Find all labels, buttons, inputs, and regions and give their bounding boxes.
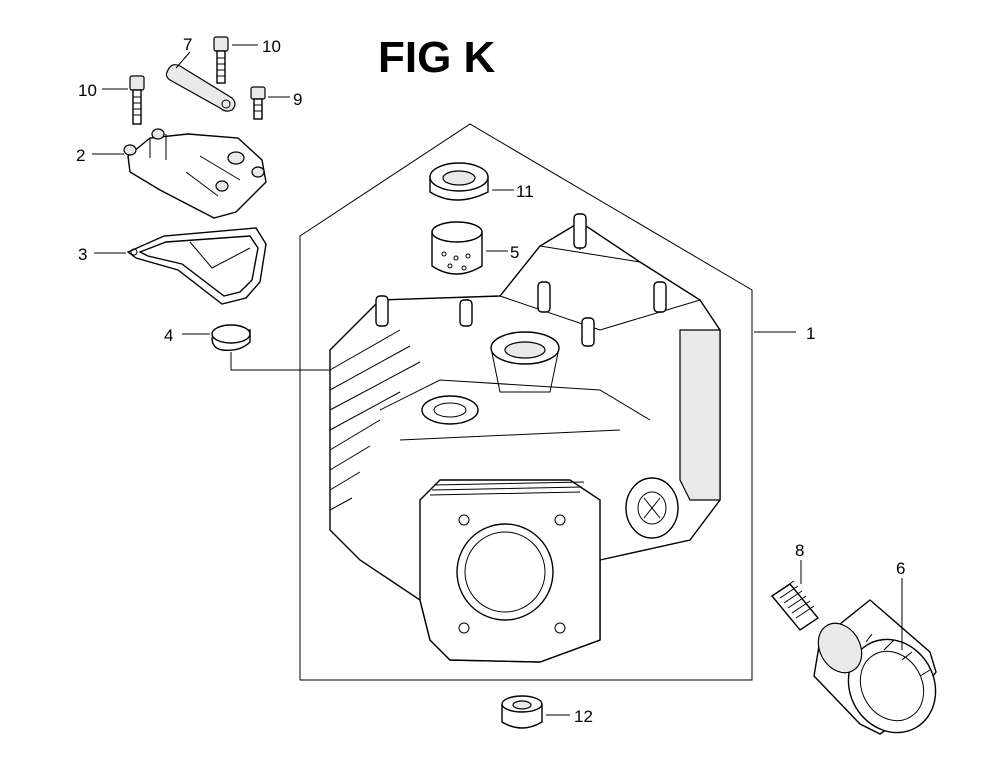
bushing-icon[interactable] [431,221,483,275]
callout-4: 4 [164,326,173,345]
callout-3: 3 [78,245,87,264]
gasket-icon[interactable] [126,227,267,305]
callout-7: 7 [183,35,192,54]
breather-cover-icon[interactable] [123,128,267,219]
callout-10-top: 10 [262,37,281,56]
bolt-icon[interactable] [250,86,266,120]
callout-11: 11 [516,182,534,201]
callout-2: 2 [76,146,85,165]
stud-icon[interactable] [770,580,820,631]
bolt-icon[interactable] [213,36,229,84]
callout-6: 6 [896,559,905,578]
crankcase-icon[interactable] [329,213,721,663]
callout-9: 9 [293,90,302,109]
oil-filter-icon[interactable] [810,599,953,749]
assembly-frame [299,123,753,681]
oil-seal-icon[interactable] [429,162,489,201]
figure-title: FIG K [378,33,496,82]
callout-12: 12 [574,707,593,726]
plug-icon[interactable] [501,695,543,729]
callout-10-left: 10 [78,81,97,100]
callout-5: 5 [510,243,519,262]
plug-icon[interactable] [211,324,251,352]
bolt-icon[interactable] [129,75,145,125]
callout-1: 1 [806,324,815,343]
callout-8: 8 [795,541,804,560]
bracket-icon[interactable] [165,64,236,112]
